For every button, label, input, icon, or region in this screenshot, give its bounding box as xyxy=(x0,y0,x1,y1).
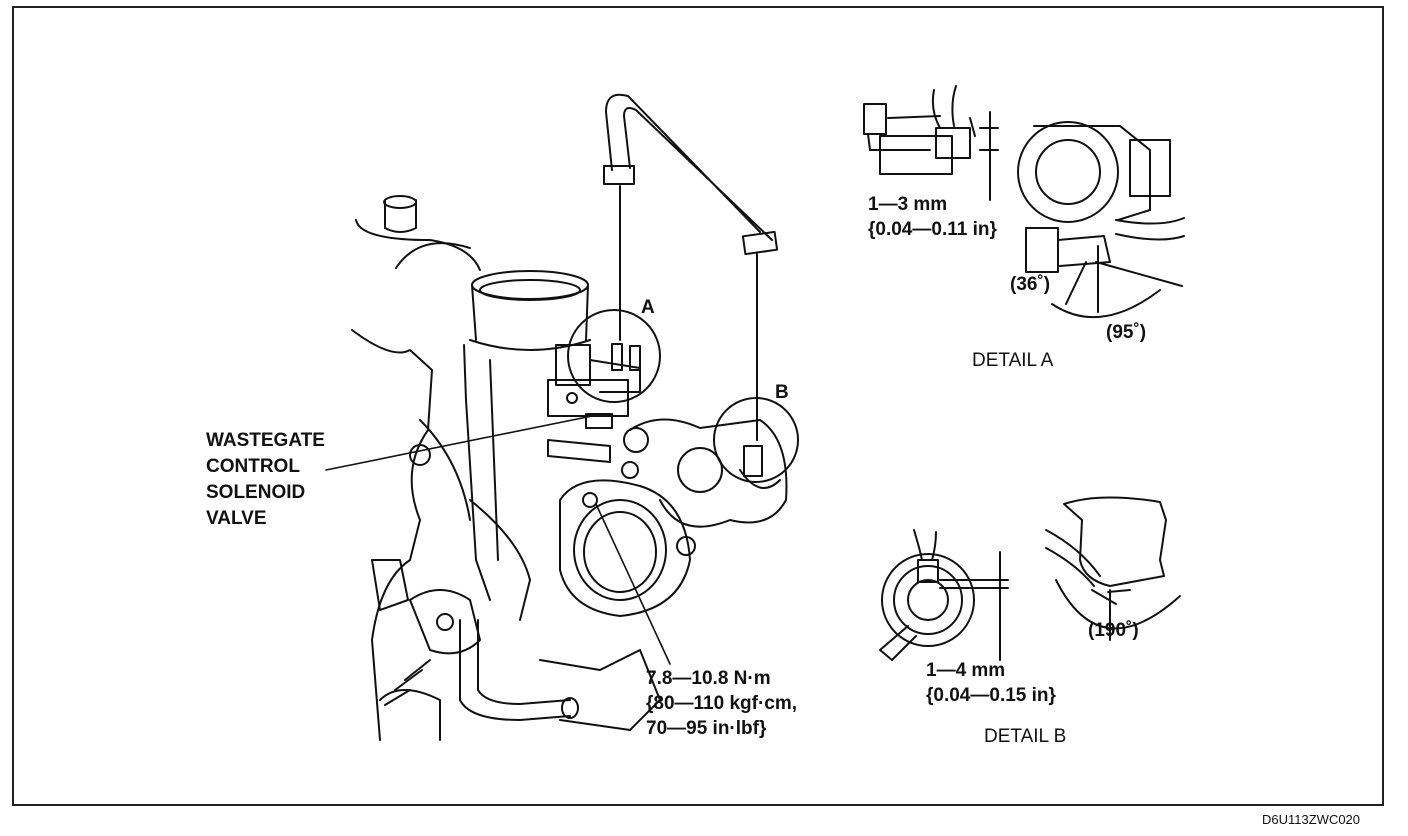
solenoid-label-line2: CONTROL xyxy=(206,456,300,477)
solenoid-label-line1: WASTEGATE xyxy=(206,430,325,451)
detail-a-gap-line1: 1—3 mm xyxy=(868,194,948,215)
detail-b-gap-line2: {0.04—0.15 in} xyxy=(926,685,1056,706)
detail-b-angle-190: (190˚) xyxy=(1088,620,1139,641)
intake-pipe xyxy=(463,270,591,601)
detail-b-gap-line1: 1—4 mm xyxy=(926,660,1006,681)
torque-spec-line1: 7.8—10.8 N·m xyxy=(646,668,771,689)
detail-a-angle-36: (36˚) xyxy=(1010,274,1051,295)
leader-lines xyxy=(325,415,671,665)
callout-circles xyxy=(567,309,799,483)
detail-a-gap-line2: {0.04—0.11 in} xyxy=(868,219,997,240)
torque-spec-line3: 70—95 in·lbf} xyxy=(646,718,767,739)
figure-frame xyxy=(12,6,1384,806)
vacuum-hose xyxy=(603,93,779,441)
callout-a-label: A xyxy=(641,297,655,318)
figure-code: D6U113ZWC020 xyxy=(1262,812,1361,827)
wastegate-solenoid-drawing xyxy=(547,343,641,463)
solenoid-label-line4: VALVE xyxy=(206,508,267,529)
detail-a-angle-95: (95˚) xyxy=(1106,322,1147,343)
solenoid-label-line3: SOLENOID xyxy=(206,482,306,503)
engine-block xyxy=(351,195,661,741)
detail-a-drawing xyxy=(863,85,1185,319)
torque-spec-line2: {80—110 kgf·cm, xyxy=(646,693,798,714)
detail-a-title: DETAIL A xyxy=(972,350,1054,371)
callout-b-label: B xyxy=(775,382,789,403)
detail-b-title: DETAIL B xyxy=(984,726,1067,747)
turbo-housing xyxy=(559,418,788,617)
detail-b-drawing xyxy=(879,496,1181,661)
